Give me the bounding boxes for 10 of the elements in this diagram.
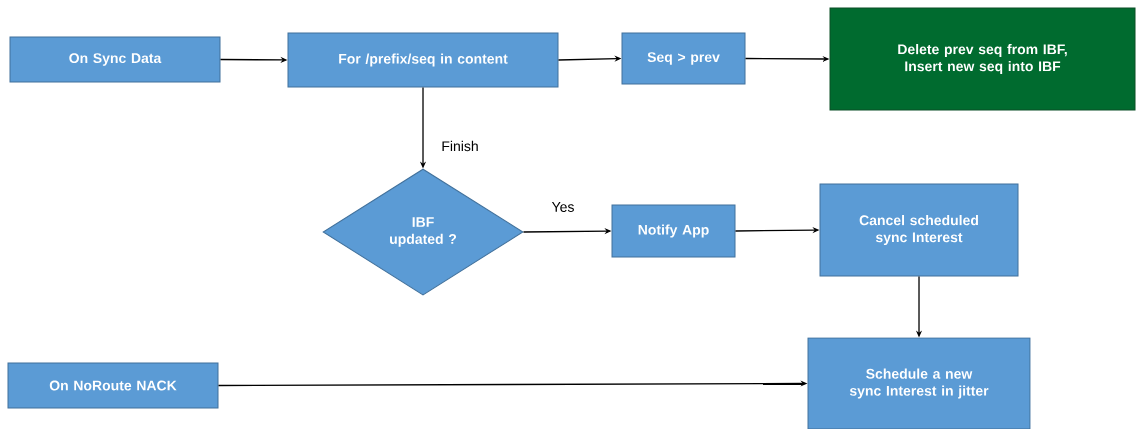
process-box: Notify App [611,204,736,258]
process-box: Schedule a new sync Interest in jitter [807,337,1031,429]
edge-label: Yes [550,201,576,213]
edge-label: Finish [440,139,480,153]
process-box: Delete prev seq from IBF, Insert new seq into IBF [829,7,1136,111]
process-box: On NoRoute NACK [7,362,219,409]
process-box: Seq > prev [621,32,746,85]
process-box: For /prefix/seq in content [287,32,559,88]
process-box: Cancel scheduled sync Interest [819,183,1019,277]
process-box: On Sync Data [9,36,221,83]
